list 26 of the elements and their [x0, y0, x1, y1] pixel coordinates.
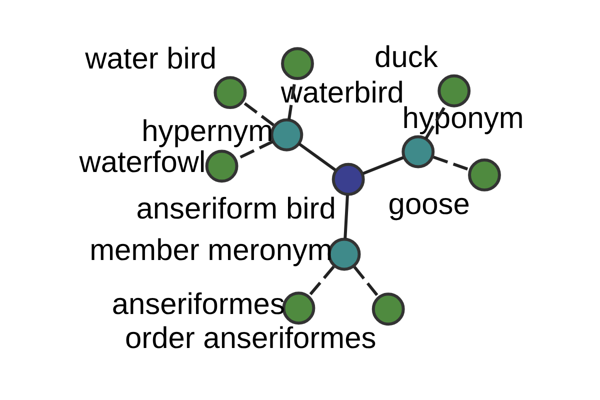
node-label: waterbird — [280, 76, 404, 110]
node-label: waterfowl — [78, 146, 206, 180]
node-circle — [468, 158, 500, 192]
node-circle — [280, 47, 314, 80]
connector — [306, 266, 334, 298]
node-label: anseriformes — [111, 288, 284, 322]
connector — [432, 156, 470, 172]
node-label: hyponym — [402, 102, 524, 135]
node-label: hypernym — [141, 114, 273, 148]
node-circle — [371, 292, 404, 326]
node-label: anseriform bird — [136, 192, 336, 226]
connector — [241, 100, 274, 126]
connector — [362, 156, 404, 175]
node-label: duck — [374, 40, 438, 74]
node-circle — [331, 162, 364, 196]
node-label: order anseriformes — [124, 322, 376, 356]
node-circle — [270, 118, 303, 152]
node-label: goose — [388, 188, 470, 221]
connector — [352, 266, 380, 298]
node-label: water bird — [84, 42, 216, 76]
node-label: member meronym — [89, 234, 332, 268]
node-circle — [204, 150, 238, 183]
node-circle — [213, 76, 246, 110]
connector — [298, 142, 336, 172]
connector — [343, 195, 348, 238]
node-circle — [401, 135, 434, 168]
